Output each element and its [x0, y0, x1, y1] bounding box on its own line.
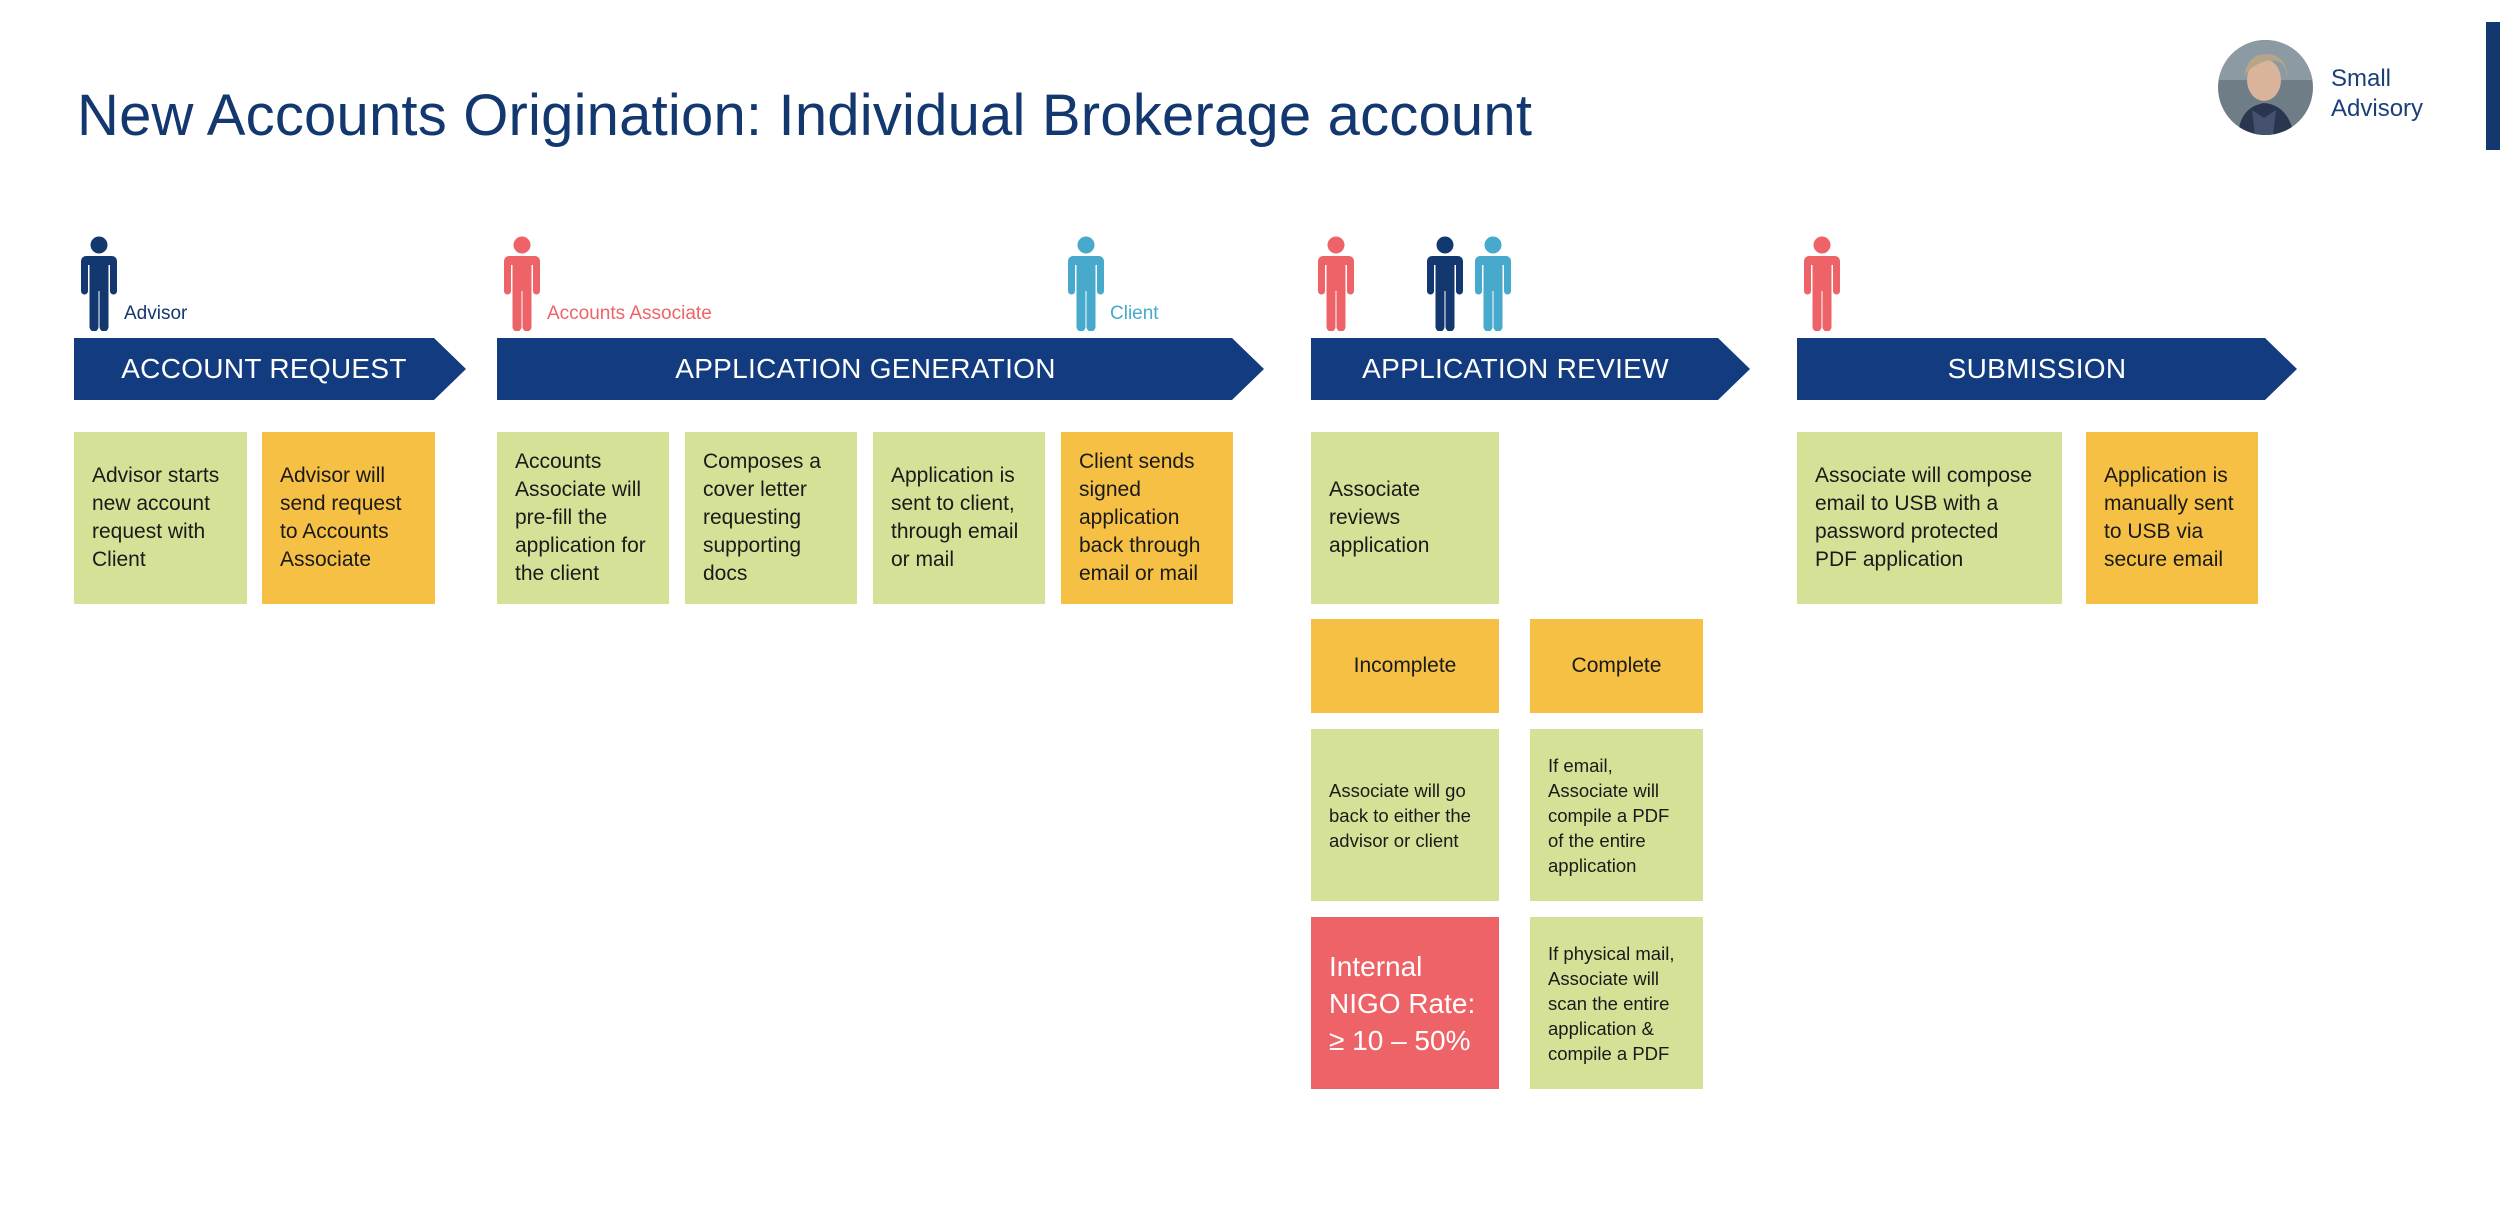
- card-text: Application is manually sent to USB via …: [2104, 464, 2234, 571]
- card-text: Client sends signed application back thr…: [1079, 450, 1201, 585]
- stage-submission: SUBMISSION: [1797, 338, 2297, 400]
- card-text: Accounts Associate will pre-fill the app…: [515, 450, 646, 585]
- role-accounts-associate: Accounts Associate: [547, 303, 712, 324]
- avatar: [2218, 40, 2313, 135]
- status-label: Complete: [1571, 654, 1662, 677]
- stage-application-review: APPLICATION REVIEW: [1311, 338, 1750, 400]
- status-incomplete: Incomplete: [1311, 619, 1499, 713]
- role-advisor: Advisor: [124, 303, 188, 324]
- card-compose-email: Associate will compose email to USB with…: [1797, 432, 2062, 604]
- card-cover-letter: Composes a cover letter requesting suppo…: [685, 432, 857, 604]
- stage-label: APPLICATION GENERATION: [675, 353, 1056, 384]
- stage-label: ACCOUNT REQUEST: [121, 353, 407, 384]
- review-client-person-icon: [1473, 236, 1513, 331]
- nigo-line-1: Internal: [1329, 950, 1423, 982]
- stage-label: SUBMISSION: [1947, 353, 2127, 384]
- card-sent-to-client: Application is sent to client, through e…: [873, 432, 1045, 604]
- advisor-person-icon: [79, 236, 119, 331]
- card-text: Advisor will send request to Accounts As…: [280, 464, 402, 571]
- card-associate-reviews: Associate reviews application: [1311, 432, 1499, 604]
- card-associate-prefill: Accounts Associate will pre-fill the app…: [497, 432, 669, 604]
- card-text: Advisor starts new account request with …: [92, 464, 220, 571]
- status-label: Incomplete: [1353, 654, 1457, 677]
- card-advisor-sends-request: Advisor will send request to Accounts As…: [262, 432, 435, 604]
- card-client-sends-back: Client sends signed application back thr…: [1061, 432, 1233, 604]
- nigo-line-3: ≥ 10 – 50%: [1329, 1024, 1471, 1056]
- card-text: Composes a cover letter requesting suppo…: [703, 450, 821, 585]
- card-physical-mail: If physical mail, Associate will scan th…: [1530, 917, 1703, 1089]
- brand-name: Small Advisory: [2331, 64, 2423, 124]
- card-nigo-rate: Internal NIGO Rate: ≥ 10 – 50%: [1311, 917, 1499, 1089]
- avatar-photo: [2218, 40, 2313, 135]
- card-advisor-starts-request: Advisor starts new account request with …: [74, 432, 247, 604]
- card-text: Associate reviews application: [1329, 478, 1430, 557]
- role-client: Client: [1110, 303, 1159, 324]
- associate-person-icon: [502, 236, 542, 331]
- card-text: Associate will compose email to USB with…: [1815, 464, 2033, 571]
- status-complete: Complete: [1530, 619, 1703, 713]
- page-title: New Accounts Origination: Individual Bro…: [77, 83, 1533, 148]
- stage-account-request: ACCOUNT REQUEST: [74, 338, 466, 400]
- card-text: Associate will go back to either the adv…: [1329, 779, 1471, 851]
- nigo-text: Internal NIGO Rate: ≥ 10 – 50%: [1329, 948, 1475, 1059]
- brand-line-2: Advisory: [2331, 95, 2424, 122]
- stage-label: APPLICATION REVIEW: [1362, 353, 1669, 384]
- nigo-line-2: NIGO Rate:: [1329, 987, 1476, 1019]
- card-email-compile: If email, Associate will compile a PDF o…: [1530, 729, 1703, 901]
- review-associate-person-icon: [1316, 236, 1356, 331]
- edge-accent-bar: [2486, 22, 2500, 150]
- card-text: If physical mail, Associate will scan th…: [1548, 942, 1675, 1064]
- review-advisor-person-icon: [1425, 236, 1465, 331]
- brand-line-1: Small: [2331, 65, 2392, 92]
- stage-application-generation: APPLICATION GENERATION: [497, 338, 1264, 400]
- card-go-back: Associate will go back to either the adv…: [1311, 729, 1499, 901]
- card-text: If email, Associate will compile a PDF o…: [1548, 754, 1670, 876]
- card-manually-sent: Application is manually sent to USB via …: [2086, 432, 2258, 604]
- submission-associate-person-icon: [1802, 236, 1842, 331]
- card-text: Application is sent to client, through e…: [891, 464, 1019, 571]
- client-person-icon: [1066, 236, 1106, 331]
